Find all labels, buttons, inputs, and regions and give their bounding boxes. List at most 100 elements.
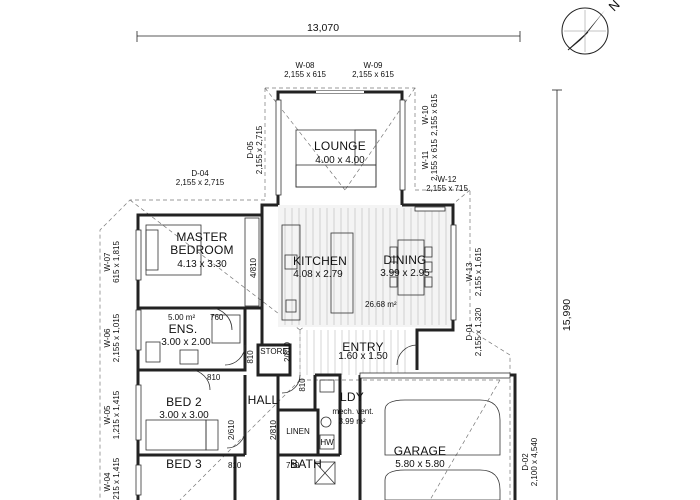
door-tag-d01: D-01 2,155 x 1,320 <box>465 307 483 356</box>
svg-text:2,155 x 1,320: 2,155 x 1,320 <box>474 307 483 356</box>
svg-text:D-05: D-05 <box>246 141 255 159</box>
room-store: STORE <box>260 347 287 356</box>
window-tag-w06: W-06 2,155 x 1,015 <box>103 313 121 362</box>
kitchen-joinery <box>281 224 354 321</box>
garage-dim: 5.80 x 5.80 <box>395 459 445 470</box>
room-ensuite: 5.00 m² ENS. 3.00 x 2.00 <box>161 313 211 348</box>
bed2-bed <box>145 419 219 451</box>
master-dim: 4.13 x 3.30 <box>177 259 227 270</box>
master-name-2: BEDROOM <box>170 243 233 257</box>
hot-water-label: HW <box>320 438 334 447</box>
room-garage: GARAGE 5.80 x 5.80 <box>394 444 447 470</box>
svg-text:2,155 x 2,715: 2,155 x 2,715 <box>176 178 225 187</box>
svg-text:W-04: W-04 <box>103 472 112 492</box>
svg-text:2,155 x 1,615: 2,155 x 1,615 <box>474 247 483 296</box>
door-width-linen: 2/810 <box>269 419 278 440</box>
entry-dim: 1.60 x 1.50 <box>338 351 388 362</box>
svg-text:615 x 1,815: 615 x 1,815 <box>112 241 121 283</box>
room-linen: LINEN <box>286 427 310 436</box>
window-tag-w05: W-05 1,215 x 1,415 <box>103 390 121 439</box>
lounge-name: LOUNGE <box>314 139 366 153</box>
room-bed2: BED 2 3.00 x 3.00 <box>159 395 209 421</box>
timber-floor-hatch <box>278 205 453 375</box>
window-tag-w08: W-08 2,155 x 615 <box>284 61 326 79</box>
svg-text:W-07: W-07 <box>103 252 112 272</box>
svg-text:2,155 x 615: 2,155 x 615 <box>284 70 326 79</box>
door-width-bath: 760 <box>286 461 300 470</box>
window-openings <box>135 99 511 496</box>
svg-text:W-05: W-05 <box>103 405 112 425</box>
garage-name: GARAGE <box>394 444 447 458</box>
door-width-bed2-robe: 2/610 <box>227 419 236 440</box>
overall-width-label: 13,070 <box>307 22 339 34</box>
hall-name: HALL <box>248 393 279 407</box>
master-name-1: MASTER <box>176 230 227 244</box>
bed2-dim: 3.00 x 3.00 <box>159 410 209 421</box>
door-width-ens-side: 810 <box>246 350 255 364</box>
door-width-master-robe: 4/810 <box>249 257 258 278</box>
overall-depth-dimension: 15,990 <box>552 89 573 500</box>
svg-text:1,215 x 1,415: 1,215 x 1,415 <box>112 457 121 500</box>
door-width-ensuite: 760 <box>210 313 224 322</box>
kitchen-dim: 4.08 x 2.79 <box>293 269 343 280</box>
dining-area: 26.68 m² <box>365 300 397 309</box>
bed2-name: BED 2 <box>166 395 202 409</box>
window-tag-w04: W-04 1,215 x 1,415 <box>103 457 121 500</box>
room-laundry: LDY mech. vent. 3.99 m² <box>332 390 373 426</box>
window-tag-w12: W-12 2,155 x 715 <box>426 175 468 193</box>
window-tag-w10: W-10 2,155 x 615 <box>421 94 439 136</box>
svg-text:2,155 x 715: 2,155 x 715 <box>426 184 468 193</box>
bed3-name: BED 3 <box>166 457 202 471</box>
master-bed <box>145 217 260 307</box>
entry-name: ENTRY <box>342 340 383 354</box>
room-kitchen: KITCHEN 4.08 x 2.79 <box>293 254 347 280</box>
svg-text:W-10: W-10 <box>421 105 430 125</box>
door-width-bed2: 810 <box>207 373 221 382</box>
door-swings <box>189 307 418 449</box>
dining-dim: 3.99 x 2.95 <box>380 268 430 279</box>
door-width-store: 2/810 <box>283 341 292 362</box>
room-bed3: BED 3 <box>166 457 202 471</box>
svg-text:2,100 x 4,540: 2,100 x 4,540 <box>530 437 539 486</box>
ensuite-dim: 3.00 x 2.00 <box>161 337 211 348</box>
ensuite-name: ENS. <box>169 322 198 336</box>
laundry-fixtures <box>319 379 335 450</box>
svg-text:1,215 x 1,415: 1,215 x 1,415 <box>112 390 121 439</box>
linen-name: LINEN <box>286 427 310 436</box>
svg-text:W-13: W-13 <box>465 262 474 282</box>
lounge-dim: 4.00 x 4.00 <box>315 155 365 166</box>
door-tag-d05: D-05 2,155 x 2,715 <box>246 125 264 174</box>
svg-text:D-04: D-04 <box>191 169 209 178</box>
window-tag-w11: W-11 2,155 x 615 <box>421 139 439 181</box>
svg-text:W-06: W-06 <box>103 328 112 348</box>
bath-fixtures <box>314 461 336 485</box>
door-tag-d02: D-02 2,100 x 4,540 <box>521 437 539 486</box>
room-hall: HALL <box>248 393 279 407</box>
room-dining: DINING 3.99 x 2.95 26.68 m² <box>365 253 430 309</box>
window-tag-w13: W-13 2,155 x 1,615 <box>465 247 483 296</box>
kitchen-name: KITCHEN <box>293 254 347 268</box>
svg-text:2,155 x 1,015: 2,155 x 1,015 <box>112 313 121 362</box>
laundry-note: mech. vent. <box>332 407 373 416</box>
store-name: STORE <box>260 347 287 356</box>
room-master-bedroom: MASTER BEDROOM 4.13 x 3.30 <box>170 230 233 270</box>
window-tag-w07: W-07 615 x 1,815 <box>103 241 121 283</box>
ensuite-area: 5.00 m² <box>168 313 195 322</box>
dining-name: DINING <box>383 253 426 267</box>
svg-text:2,155 x 615: 2,155 x 615 <box>352 70 394 79</box>
lounge-sofa <box>295 129 377 188</box>
room-lounge: LOUNGE 4.00 x 4.00 <box>314 139 366 166</box>
compass-north-letter: N <box>606 0 623 14</box>
svg-text:D-02: D-02 <box>521 453 530 471</box>
overall-width-dimension: 13,070 <box>136 22 521 42</box>
svg-text:D-01: D-01 <box>465 323 474 341</box>
garage-cars <box>384 399 501 500</box>
svg-text:2,155 x 615: 2,155 x 615 <box>430 139 439 181</box>
svg-text:W-09: W-09 <box>364 61 384 70</box>
svg-text:W-11: W-11 <box>421 150 430 169</box>
laundry-name: LDY <box>340 390 364 404</box>
door-width-ldy: 810 <box>298 378 307 392</box>
north-compass-icon: N <box>561 0 623 55</box>
door-width-bed3: 810 <box>228 461 242 470</box>
